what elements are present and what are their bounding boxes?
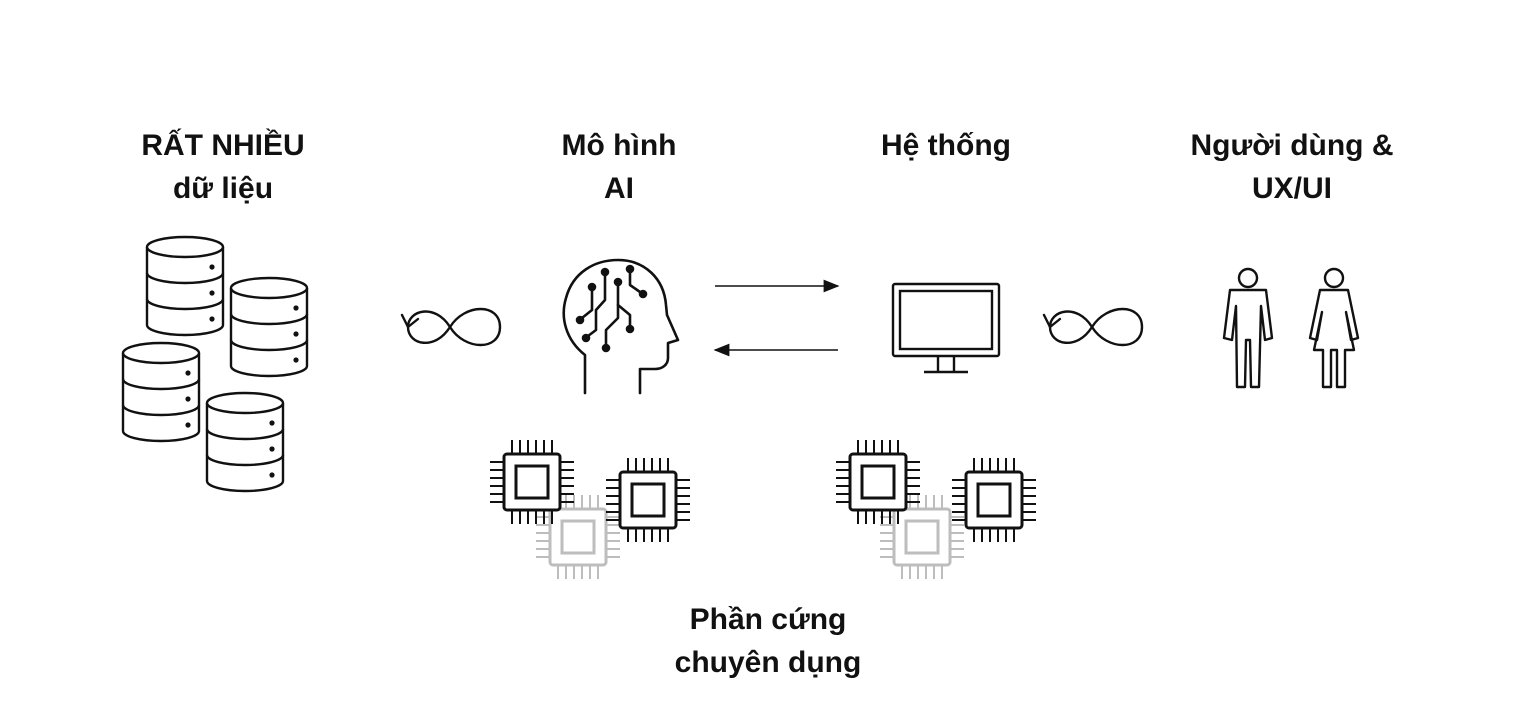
chip-icon <box>488 438 692 581</box>
users-label: Người dùng & UX/UI <box>1162 124 1422 210</box>
ai-head-icon <box>562 258 680 395</box>
monitor-icon <box>891 282 1001 374</box>
users-label-line1: Người dùng & <box>1190 129 1394 162</box>
model-label: Mô hình AI <box>519 124 719 210</box>
model-label-line1: Mô hình <box>561 129 677 162</box>
woman-icon <box>1308 267 1360 389</box>
hardware-label-line1: Phần cứng <box>689 603 847 636</box>
database-icon <box>121 235 309 493</box>
model-label-line2: AI <box>604 172 634 205</box>
data-label-line1: RẤT NHIỀU <box>141 129 305 162</box>
hardware-label: Phần cứng chuyên dụng <box>638 598 898 684</box>
hardware-label-line2: chuyên dụng <box>674 646 862 679</box>
system-label-line1: Hệ thống <box>881 129 1011 162</box>
infinity-loop-icon <box>1042 307 1144 347</box>
man-icon <box>1222 267 1274 389</box>
data-label-line2: dữ liệu <box>172 172 274 205</box>
users-label-line2: UX/UI <box>1251 172 1332 205</box>
data-label: RẤT NHIỀU dữ liệu <box>113 124 333 210</box>
chip-icon <box>834 438 1038 581</box>
infinity-loop-icon <box>400 307 502 347</box>
system-label: Hệ thống <box>846 124 1046 167</box>
